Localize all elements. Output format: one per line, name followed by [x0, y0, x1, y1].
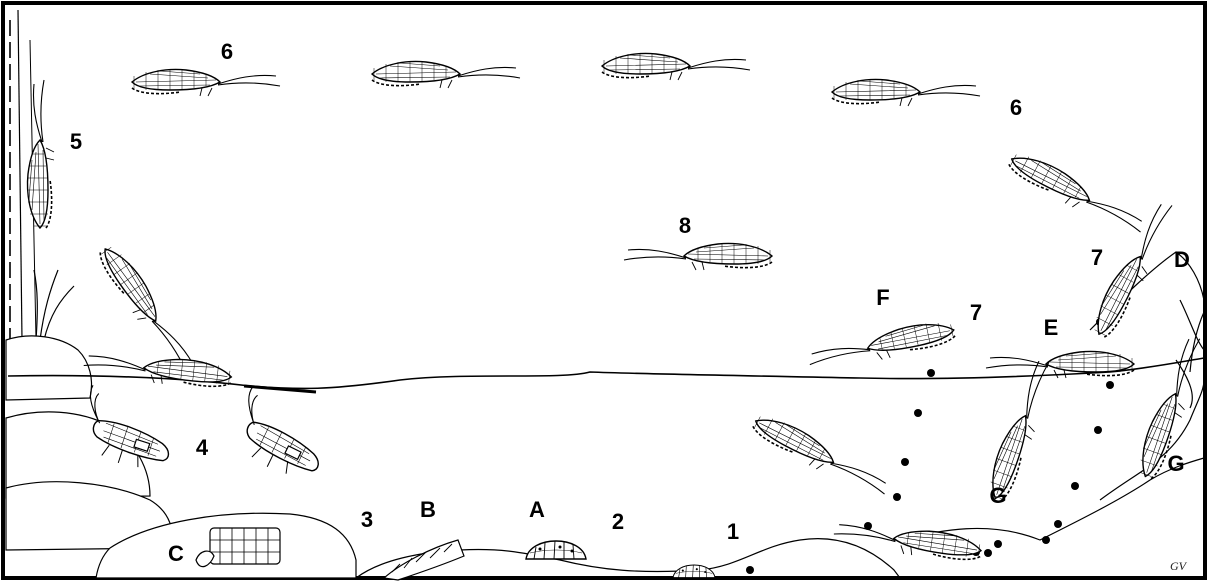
label-G-left: G	[989, 485, 1006, 507]
label-4: 4	[196, 437, 208, 459]
adult-fly-6-1	[132, 70, 280, 97]
adult-fly-surface-left	[83, 349, 233, 391]
adult-fly-8	[624, 244, 772, 271]
adult-fly-F	[806, 318, 956, 375]
adult-fly-underwater-mid	[749, 410, 892, 503]
label-F: F	[876, 287, 889, 309]
label-A: A	[529, 499, 545, 521]
larva-1	[673, 565, 715, 578]
pupa-4b	[224, 386, 337, 486]
adult-fly-6-2	[372, 62, 520, 89]
label-6a: 6	[221, 41, 233, 63]
label-6b: 6	[1010, 97, 1022, 119]
label-D: D	[1174, 249, 1190, 271]
artist-signature: GV	[1170, 560, 1186, 572]
label-G-right: G	[1167, 453, 1184, 475]
label-3: 3	[361, 509, 373, 531]
label-8: 8	[679, 215, 691, 237]
label-7a: 7	[1091, 247, 1103, 269]
adult-fly-6-4	[832, 80, 980, 107]
riverbed	[356, 458, 1204, 578]
larva-A	[526, 541, 586, 559]
adult-fly-6-3	[602, 54, 750, 81]
female-bottom	[832, 518, 982, 565]
label-7b: 7	[970, 302, 982, 324]
label-2: 2	[612, 511, 624, 533]
adult-fly-6-5	[1005, 148, 1148, 241]
label-B: B	[420, 499, 436, 521]
label-C: C	[168, 543, 184, 565]
label-1: 1	[727, 521, 739, 543]
label-E: E	[1044, 317, 1059, 339]
label-5: 5	[70, 131, 82, 153]
